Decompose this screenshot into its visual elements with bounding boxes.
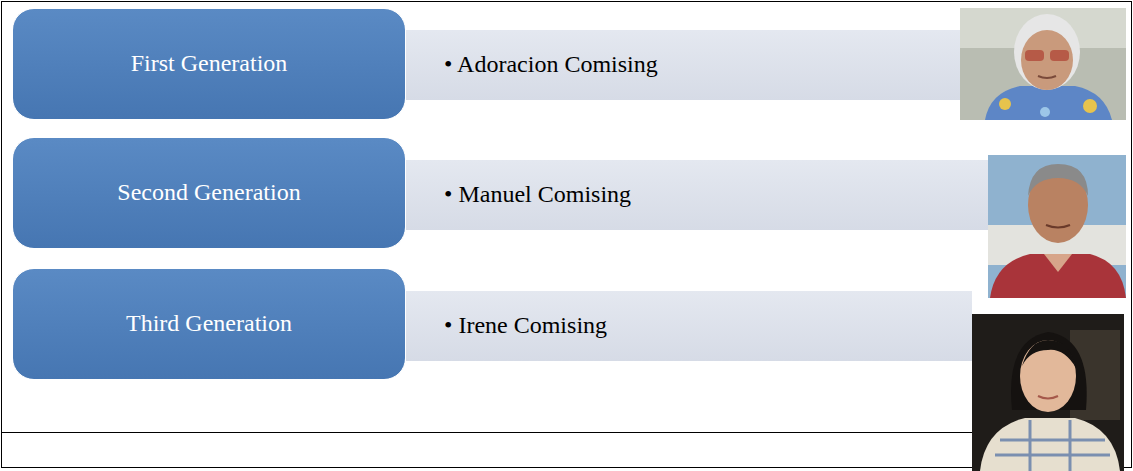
- generation-label: Third Generation: [126, 310, 292, 338]
- name-box: • Irene Comising: [406, 291, 972, 361]
- portrait-photo: [988, 155, 1126, 298]
- name-box: • Adoracion Comising: [406, 30, 960, 100]
- person-name: • Adoracion Comising: [444, 51, 658, 79]
- generation-label: First Generation: [131, 50, 288, 78]
- generation-box: First Generation: [12, 8, 406, 120]
- generation-box: Second Generation: [12, 137, 406, 249]
- person-name: • Irene Comising: [444, 312, 607, 340]
- portrait-photo: [972, 314, 1124, 471]
- name-box: • Manuel Comising: [406, 160, 988, 230]
- generation-label: Second Generation: [117, 179, 300, 207]
- person-name: • Manuel Comising: [444, 181, 631, 209]
- portrait-photo: [960, 8, 1126, 120]
- generation-box: Third Generation: [12, 268, 406, 380]
- bottom-rule: [1, 432, 1060, 433]
